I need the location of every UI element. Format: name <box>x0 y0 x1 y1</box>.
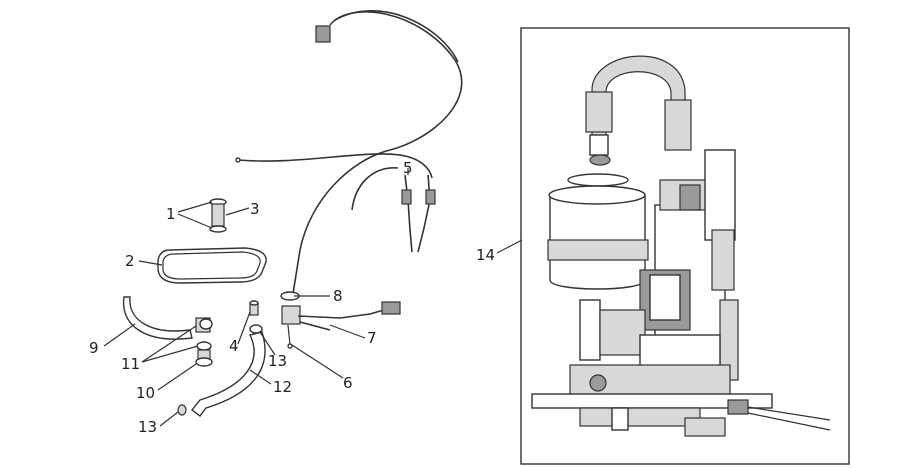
callout-14: 14 <box>476 246 495 264</box>
hose-part-9 <box>122 296 193 340</box>
callout-13-lower: 13 <box>138 418 157 436</box>
sender-unit-part-6-7-8 <box>280 291 401 349</box>
clamp-part-4 <box>249 300 259 316</box>
callout-11: 11 <box>121 355 140 373</box>
wiring-harness <box>235 10 463 301</box>
callout-10: 10 <box>136 384 155 402</box>
callout-5: 5 <box>403 159 413 177</box>
callout-8: 8 <box>333 287 343 305</box>
callout-7: 7 <box>367 329 377 347</box>
callout-3: 3 <box>250 200 260 218</box>
fuel-pump-assembly-part-14 <box>531 55 831 437</box>
hose-part-12 <box>191 331 266 417</box>
inset-frame <box>520 27 850 465</box>
sensor-lead-part-5 <box>401 174 436 253</box>
callout-12: 12 <box>273 378 292 396</box>
filter-part-1-3 <box>209 198 227 233</box>
callout-labels: 1 2 3 4 5 6 7 8 9 10 11 12 13 13 14 <box>89 159 495 436</box>
callout-9: 9 <box>89 339 99 357</box>
callout-6: 6 <box>343 374 353 392</box>
callout-4: 4 <box>229 337 239 355</box>
fitting-part-10-11 <box>195 317 213 367</box>
wire-connector-plug <box>315 25 331 43</box>
leader-lines <box>103 168 523 427</box>
sender-connector <box>381 301 401 315</box>
callout-1: 1 <box>166 205 176 223</box>
clamp-part-13-lower <box>177 404 187 416</box>
callout-13-upper: 13 <box>268 352 287 370</box>
callout-2: 2 <box>125 252 135 270</box>
gasket-part-2 <box>157 247 267 284</box>
